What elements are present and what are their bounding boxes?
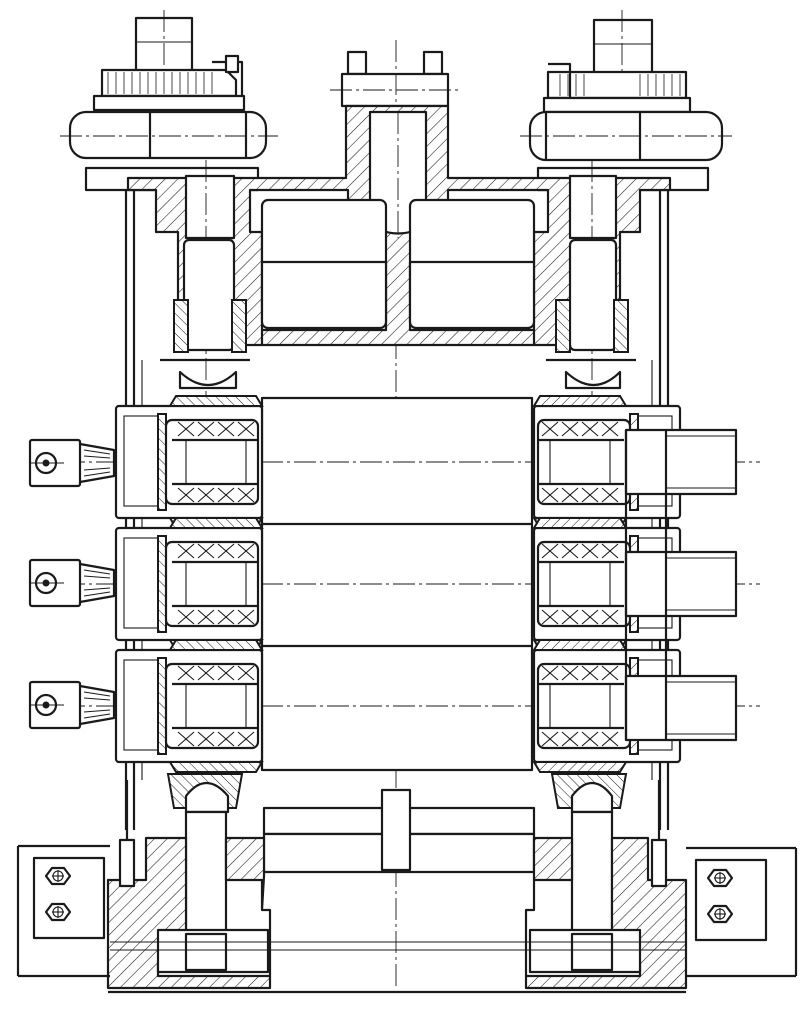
bottom-supports <box>16 773 798 994</box>
roller-bearing-icon <box>114 638 264 774</box>
roller-bearing-icon <box>114 394 264 530</box>
screwdown-gear-icon <box>92 10 246 120</box>
right-drive-shafts <box>624 428 738 742</box>
roll-barrels <box>30 396 760 772</box>
screwdown-gear-icon <box>542 10 692 120</box>
roller-bearing-icon <box>114 516 264 652</box>
top-crosshead-section <box>126 104 672 400</box>
